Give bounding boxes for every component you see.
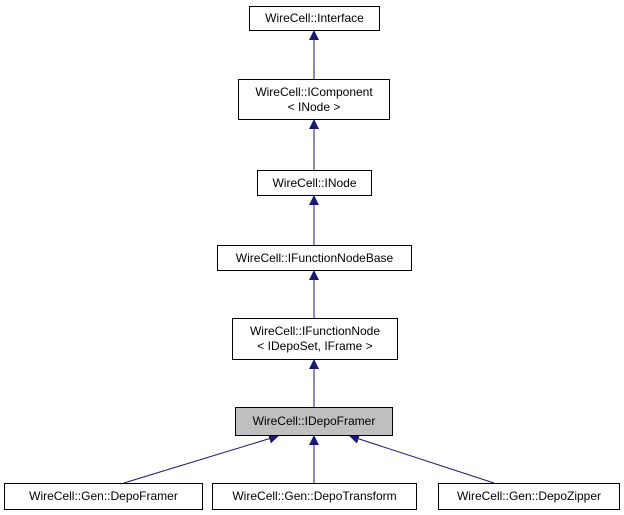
node-interface-label: WireCell::Interface [265, 11, 364, 25]
node-depoframer[interactable]: WireCell::Gen::DepoFramer [4, 483, 203, 510]
node-interface[interactable]: WireCell::Interface [249, 6, 380, 31]
node-icomponent-label: WireCell::IComponent [255, 84, 373, 99]
node-ifunctionnode[interactable]: WireCell::IFunctionNode < IDepoSet, IFra… [232, 318, 398, 360]
node-depotransform-label: WireCell::Gen::DepoTransform [232, 489, 397, 503]
node-ifunctionnode-template: < IDepoSet, IFrame > [257, 339, 373, 353]
node-inode[interactable]: WireCell::INode [257, 170, 372, 196]
node-depozipper-label: WireCell::Gen::DepoZipper [456, 489, 602, 503]
node-depoframer-label: WireCell::Gen::DepoFramer [29, 489, 178, 503]
node-ifunctionnode-label: WireCell::IFunctionNode [249, 324, 381, 338]
node-idepoframer-label: WireCell::IDepoFramer [252, 414, 376, 428]
node-icomponent[interactable]: WireCell::IComponent < INode > [238, 79, 390, 120]
node-inode-label: WireCell::INode [272, 175, 357, 190]
node-depotransform[interactable]: WireCell::Gen::DepoTransform [212, 483, 417, 510]
node-depozipper[interactable]: WireCell::Gen::DepoZipper [438, 483, 620, 510]
node-idepoframer[interactable]: WireCell::IDepoFramer [235, 407, 393, 436]
node-ifunctionnodebase[interactable]: WireCell::IFunctionNodeBase [217, 245, 412, 271]
edge-depoframer-to-idepoframer [123, 433, 279, 484]
node-ifunctionnodebase-label: WireCell::IFunctionNodeBase [235, 250, 394, 265]
edge-depozipper-to-idepoframer [349, 434, 495, 484]
node-icomponent-template: < INode > [287, 99, 341, 114]
